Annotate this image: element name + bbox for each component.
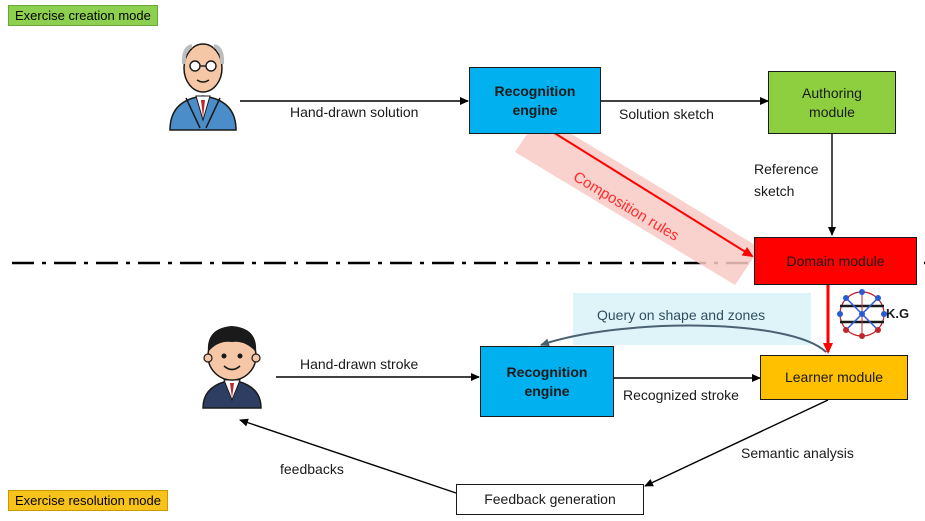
kg-label: K.G — [886, 306, 910, 321]
recognition-engine-bottom-box: Recognition engine — [480, 346, 614, 417]
hand-drawn-stroke-label: Hand-drawn stroke — [300, 356, 419, 372]
hand-drawn-solution-label: Hand-drawn solution — [290, 104, 419, 120]
query-band — [573, 293, 811, 345]
creation-mode-label: Exercise creation mode — [8, 5, 158, 26]
solution-sketch-label: Solution sketch — [619, 106, 714, 122]
arrow-learner-to-feedback — [644, 399, 829, 487]
feedbacks-label: feedbacks — [280, 461, 344, 477]
arrow-query-on-shape — [540, 324, 827, 353]
arrow-feedback-to-student — [239, 418, 457, 494]
reference-sketch-label-line1: Reference — [754, 161, 819, 177]
feedback-generation-box: Feedback generation — [456, 484, 644, 515]
semantic-analysis-label: Semantic analysis — [741, 445, 854, 461]
reference-sketch-label-line2: sketch — [754, 183, 795, 199]
domain-module-box: Domain module — [754, 237, 917, 285]
composition-rules-band — [515, 115, 760, 285]
knowledge-graph-icon — [837, 289, 887, 339]
recognition-engine-top-box: Recognition engine — [469, 67, 601, 134]
arrow-composition-rules — [539, 123, 754, 258]
query-label: Query on shape and zones — [597, 307, 766, 323]
recognized-stroke-label: Recognized stroke — [623, 387, 739, 403]
teacher-avatar-icon — [169, 43, 237, 131]
student-avatar-icon — [202, 326, 262, 409]
resolution-mode-label: Exercise resolution mode — [8, 490, 168, 511]
authoring-module-box: Authoring module — [768, 71, 896, 134]
learner-module-box: Learner module — [760, 355, 908, 400]
